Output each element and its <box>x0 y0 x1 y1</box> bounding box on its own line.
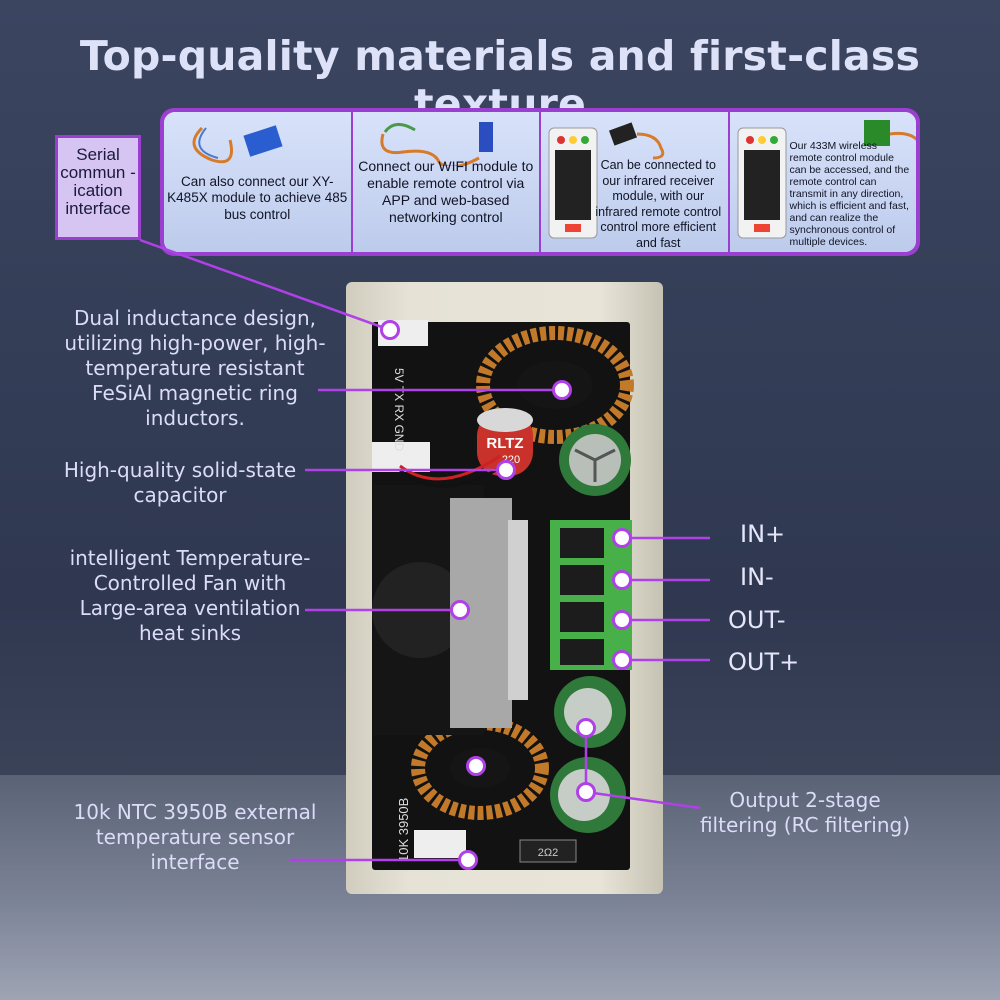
panel-485: Can also connect our XY-K485X module to … <box>164 112 353 252</box>
feature-strip: Can also connect our XY-K485X module to … <box>160 108 920 256</box>
in-plus-label: IN+ <box>740 520 786 548</box>
capacitor-label: High-quality solid-state capacitor <box>63 458 297 507</box>
serial-port-marker <box>380 320 400 340</box>
terminal-block <box>550 520 632 670</box>
filter-marker-1 <box>576 718 596 738</box>
resistor <box>519 839 577 863</box>
panel-wifi-text: Connect our WIFI module to enable remote… <box>358 158 534 226</box>
capacitor-brand: RLTZ <box>486 435 523 452</box>
out-plus-label: OUT+ <box>728 648 800 676</box>
serial-interface-label: Serial commun -ication interface <box>55 135 141 240</box>
inductor-marker <box>552 380 572 400</box>
remote-control-433m-icon <box>737 127 786 239</box>
ntc-silkscreen: 10K 3950B <box>396 798 411 862</box>
ntc-connector <box>414 830 466 858</box>
ntc-label: 10k NTC 3950B external temperature senso… <box>73 800 317 874</box>
ntc-marker <box>458 850 478 870</box>
panel-433m: Our 433M wireless remote control module … <box>729 112 916 252</box>
inductor-bottom-marker <box>466 756 486 776</box>
panel-433m-text: Our 433M wireless remote control module … <box>789 140 910 248</box>
capacitor-top-right <box>559 424 631 496</box>
page-title: Top-quality materials and first-class te… <box>79 32 921 128</box>
ir-receiver-icon <box>608 122 665 160</box>
inductance-label: Dual inductance design, utilizing high-p… <box>64 306 326 430</box>
capacitor-filter-1 <box>554 676 626 748</box>
pin-labels: 5V TX RX GND <box>392 368 406 451</box>
wifi-module-icon <box>380 122 493 166</box>
module-485-icon <box>192 125 283 164</box>
fan-marker <box>450 600 470 620</box>
remote-control-icon <box>548 127 598 239</box>
callout-lines <box>139 238 710 862</box>
panel-infrared: Can be connected to our infrared receive… <box>541 112 730 252</box>
resistor-value: 2Ω2 <box>538 847 558 859</box>
out-plus-marker <box>612 650 632 670</box>
in-minus-label: IN- <box>740 563 774 591</box>
panel-infrared-text: Can be connected to our infrared receive… <box>595 158 722 250</box>
capacitor-marker <box>496 460 516 480</box>
out-minus-marker <box>612 610 632 630</box>
out-minus-label: OUT- <box>728 606 786 634</box>
panel-485-text: Can also connect our XY-K485X module to … <box>167 174 348 222</box>
fan-label: intelligent Temperature-Controlled Fan w… <box>69 546 311 645</box>
filtering-label: Output 2-stage filtering (RC filtering) <box>699 788 911 837</box>
panel-wifi: Connect our WIFI module to enable remote… <box>352 112 541 252</box>
in-plus-marker <box>612 528 632 548</box>
wireless-module-icon <box>863 120 916 146</box>
filter-marker-2 <box>576 782 596 802</box>
in-minus-marker <box>612 570 632 590</box>
